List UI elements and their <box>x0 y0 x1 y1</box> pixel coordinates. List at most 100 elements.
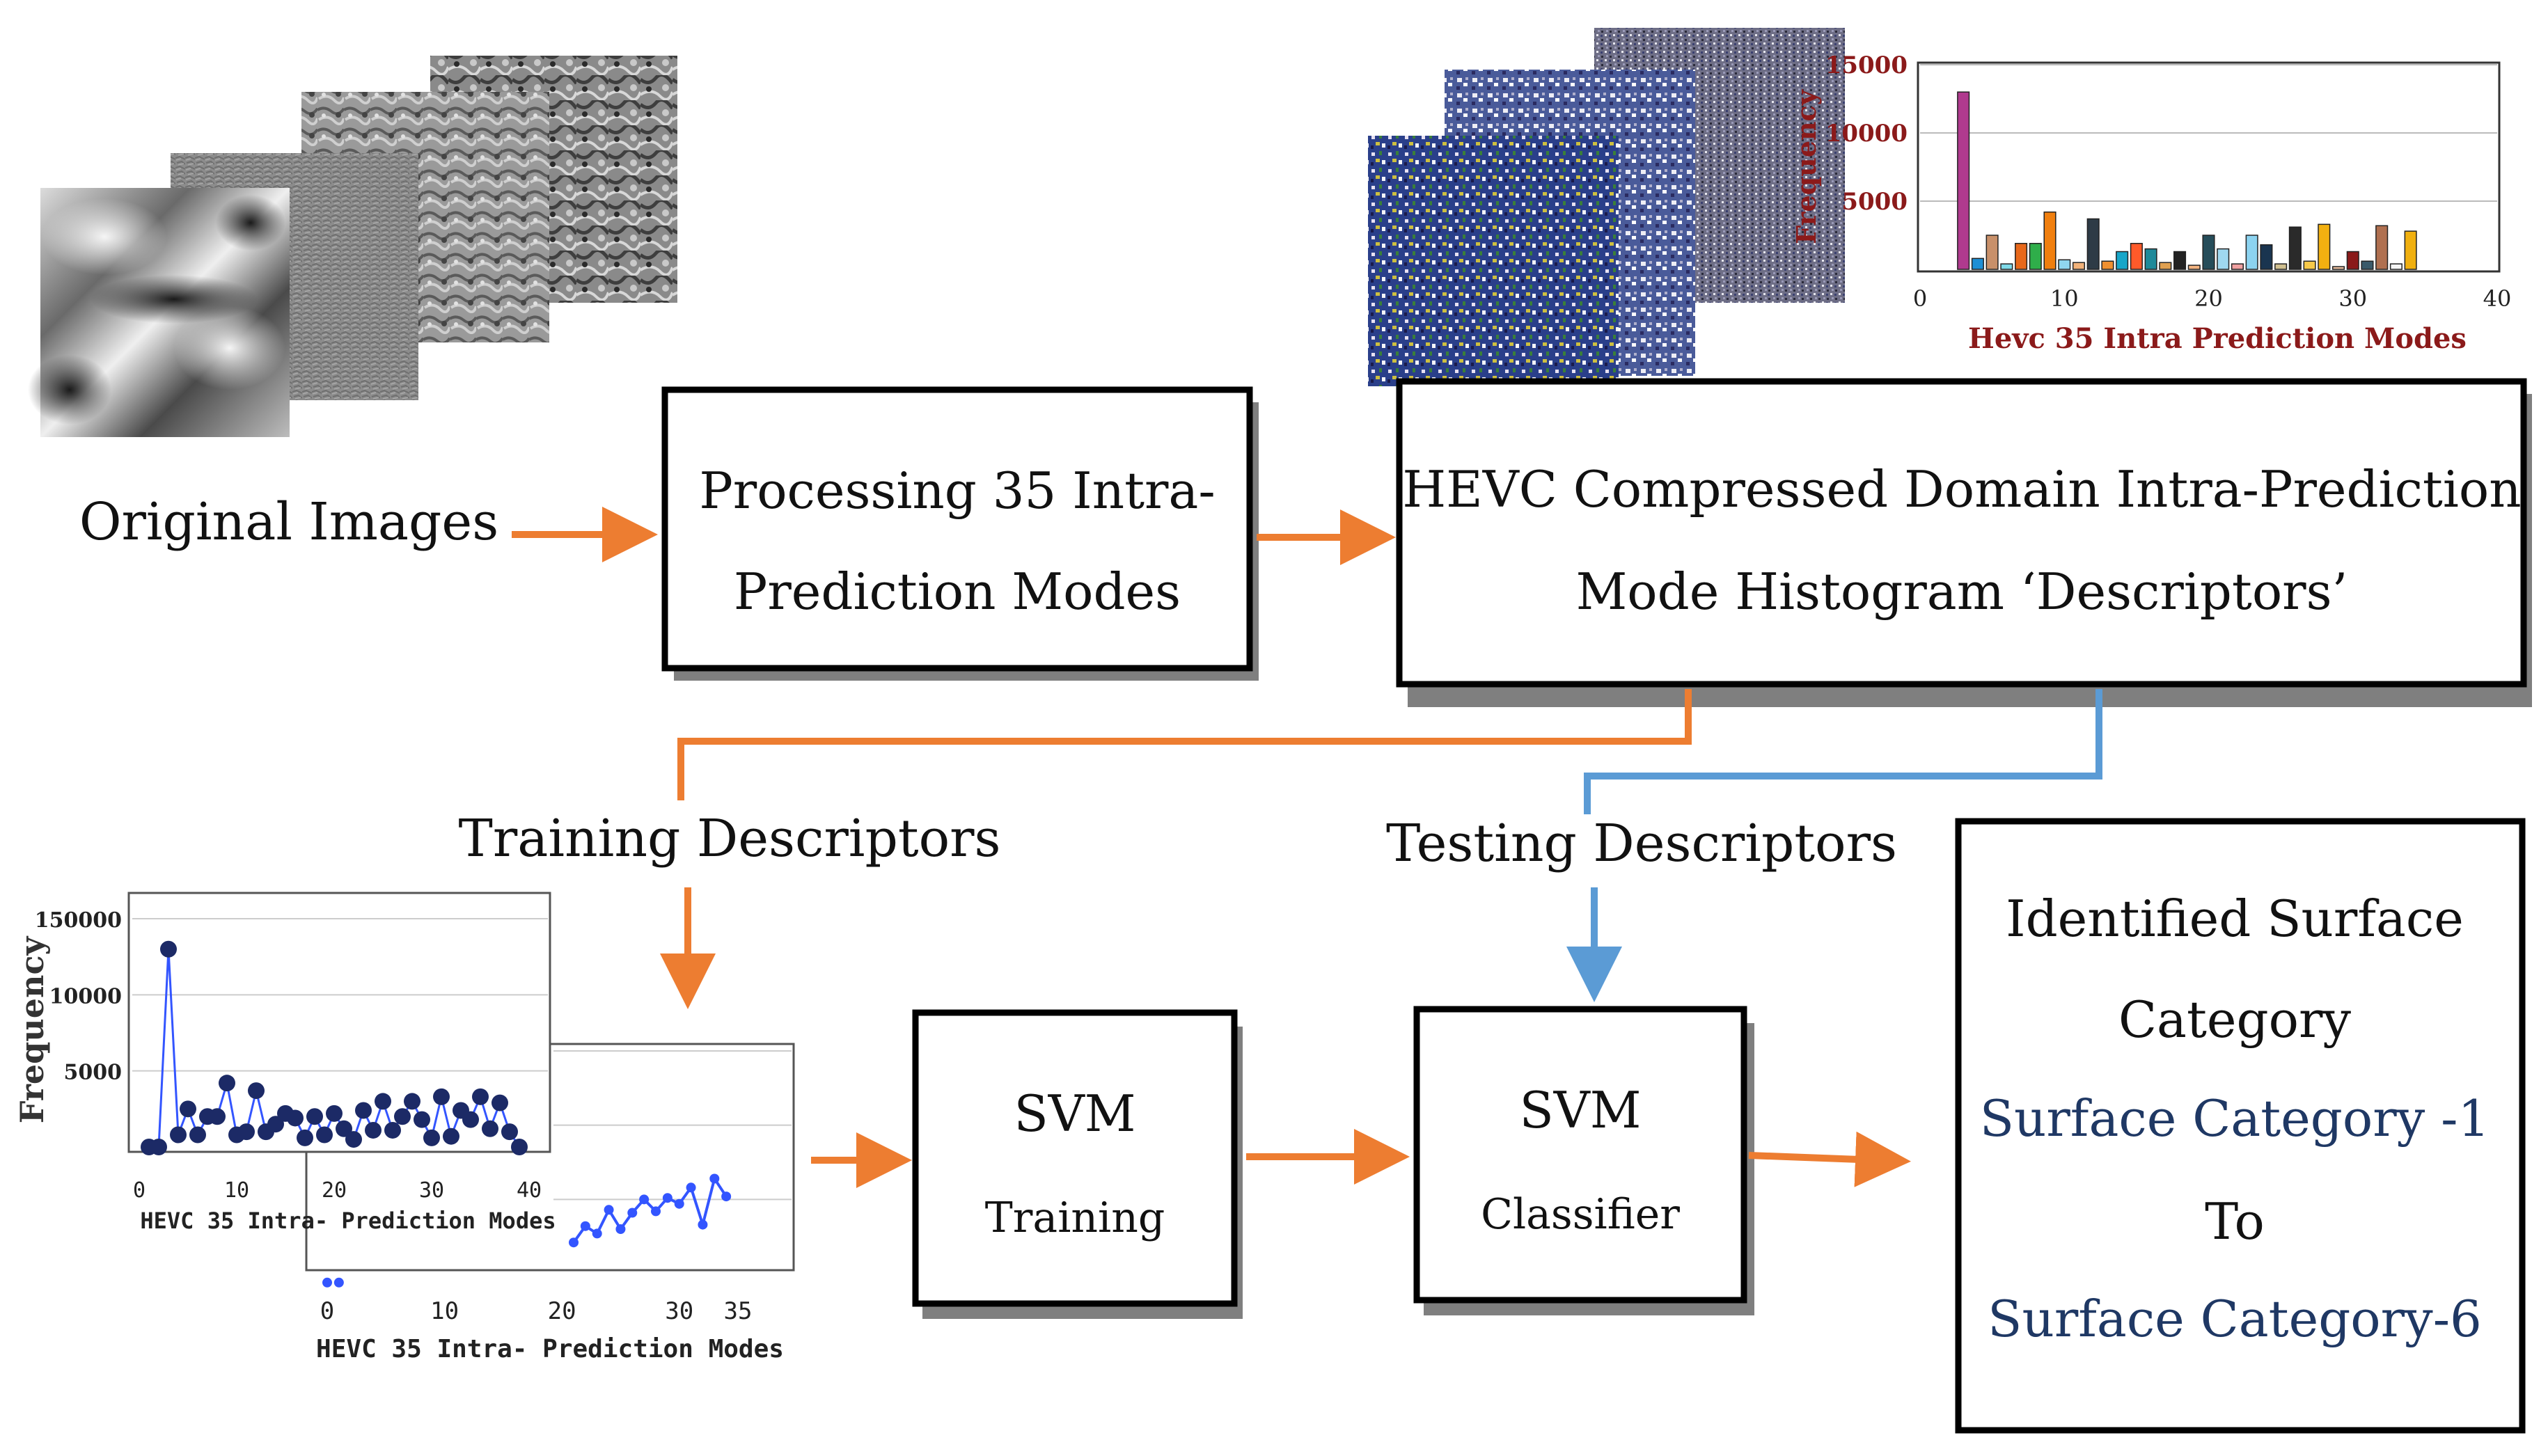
histogram-bar <box>2318 223 2331 270</box>
line-chart-front-point <box>189 1126 206 1144</box>
histogram-bar <box>2000 263 2013 270</box>
line-chart-back-point <box>569 1237 579 1248</box>
histogram-bar <box>2389 263 2402 270</box>
texture-image-1 <box>28 188 290 437</box>
histogram-bar <box>1971 258 1984 270</box>
line-chart-front-point <box>306 1108 323 1125</box>
line-chart-front-point <box>297 1129 313 1146</box>
histogram-bar <box>2217 248 2230 270</box>
line-chart-back-point <box>709 1173 720 1184</box>
histogram-xtick: 20 <box>2194 285 2223 312</box>
line-chart-front-point <box>248 1082 265 1100</box>
histogram-bar <box>2086 218 2100 270</box>
svm-classifier-subtitle: Classifier <box>1481 1190 1680 1239</box>
line-chart-front-point <box>287 1109 304 1127</box>
histogram-bar <box>2361 260 2374 270</box>
line-chart-back-point <box>322 1277 332 1288</box>
output-line3: Surface Category -1 <box>1980 1089 2490 1148</box>
line-chart-front-ytick: 10000 <box>49 984 122 1008</box>
identified-category-box: Identified Surface Category Surface Cate… <box>1955 818 2526 1434</box>
line-chart-front-point <box>384 1121 401 1139</box>
line-chart-front-point <box>511 1139 528 1155</box>
histogram-bar <box>2260 244 2273 270</box>
line-chart-front-point <box>316 1126 333 1144</box>
line-chart-back-xtick: 35 <box>724 1297 753 1325</box>
testing-descriptors-label: Testing Descriptors <box>1386 814 1897 873</box>
svm-training-box: SVM Training <box>912 1009 1243 1319</box>
line-chart-front-point <box>482 1120 498 1137</box>
histogram-bar <box>2058 259 2071 270</box>
processing-box: Processing 35 Intra- Prediction Modes <box>661 386 1259 681</box>
hevc-box-line1: HEVC Compressed Domain Intra-Prediction <box>1402 460 2521 519</box>
line-chart-back-xtick: 10 <box>430 1297 459 1325</box>
line-chart-front-point <box>326 1105 343 1122</box>
line-chart-back-point <box>592 1228 602 1239</box>
line-chart-front-xtick: 40 <box>517 1178 542 1203</box>
line-chart-front-xtick: 30 <box>419 1178 444 1203</box>
histogram-xtick: 40 <box>2483 285 2512 312</box>
line-chart-front-point <box>238 1123 255 1141</box>
histogram-bar <box>2288 226 2302 270</box>
line-chart-back-point <box>721 1192 732 1202</box>
hevc-descriptors-box: HEVC Compressed Domain Intra-Prediction … <box>1396 378 2532 707</box>
line-chart-front-xtick: 10 <box>224 1178 249 1203</box>
output-line2: Category <box>2118 990 2351 1049</box>
line-chart-front-point <box>365 1121 382 1139</box>
original-images-stack <box>28 56 677 437</box>
histogram-bar <box>2346 251 2359 270</box>
line-chart-front-xtick: 0 <box>133 1178 146 1203</box>
histogram-bar <box>2173 251 2187 270</box>
histogram-bar <box>2274 263 2288 270</box>
histogram-bar <box>2101 260 2114 270</box>
line-chart-front-point <box>433 1088 450 1105</box>
line-chart-front-point <box>267 1116 284 1133</box>
histogram-bar <box>2404 230 2417 270</box>
output-line5: Surface Category-6 <box>1988 1290 2482 1348</box>
compressed-image-1 <box>1368 136 1619 386</box>
line-chart-front-point <box>336 1120 352 1137</box>
histogram-bar <box>2130 243 2143 270</box>
histogram-xlabel: Hevc 35 Intra Prediction Modes <box>1968 322 2467 355</box>
line-chart-back-point <box>615 1224 626 1234</box>
training-descriptors-label: Training Descriptors <box>459 809 1001 869</box>
line-chart-front-point <box>150 1139 167 1155</box>
line-chart-back-point <box>639 1194 650 1205</box>
line-chart-back-point <box>674 1198 684 1209</box>
line-chart-front-point <box>160 940 177 958</box>
line-chart-back-xtick: 30 <box>665 1297 693 1325</box>
original-images-label: Original Images <box>79 492 498 552</box>
processing-box-line1: Processing 35 Intra- <box>699 461 1215 520</box>
connector-hevc-to-testing <box>1584 689 2102 814</box>
histogram-xtick: 30 <box>2338 285 2367 312</box>
histogram-bar <box>1957 91 1970 270</box>
histogram-bar <box>2159 262 2172 270</box>
line-chart-front-point <box>501 1123 518 1141</box>
svm-training-subtitle: Training <box>985 1194 1165 1242</box>
line-chart-back-point <box>604 1205 614 1215</box>
line-chart-back-point <box>662 1193 673 1203</box>
line-chart-back-point <box>651 1206 661 1217</box>
histogram-xtick: 10 <box>2050 285 2079 312</box>
histogram-bar <box>2202 235 2215 270</box>
histogram-bar <box>2331 266 2345 270</box>
histogram-ytick: 15000 <box>1825 52 1908 79</box>
histogram-bar <box>2116 251 2129 270</box>
line-chart-front-point <box>404 1093 420 1110</box>
hevc-box-line2: Mode Histogram ‘Descriptors’ <box>1576 562 2348 621</box>
histogram-ytick: 10000 <box>1825 120 1908 148</box>
processing-box-line2: Prediction Modes <box>734 562 1181 621</box>
output-line1: Identified Surface <box>2006 889 2464 948</box>
histogram-bar <box>2072 262 2086 270</box>
line-chart-front-point <box>423 1129 440 1146</box>
connector-hevc-to-training <box>677 689 1692 800</box>
output-line4: To <box>2205 1192 2265 1251</box>
line-chart-front-point <box>491 1094 508 1111</box>
histogram-bar <box>2231 263 2244 270</box>
line-chart-front-point <box>394 1108 411 1125</box>
line-chart-front-point <box>209 1108 226 1125</box>
line-chart-back-xlabel: HEVC 35 Intra- Prediction Modes <box>316 1335 784 1363</box>
histogram-bar <box>2015 243 2028 270</box>
line-chart-front-ylabel: Frequency <box>13 936 51 1124</box>
